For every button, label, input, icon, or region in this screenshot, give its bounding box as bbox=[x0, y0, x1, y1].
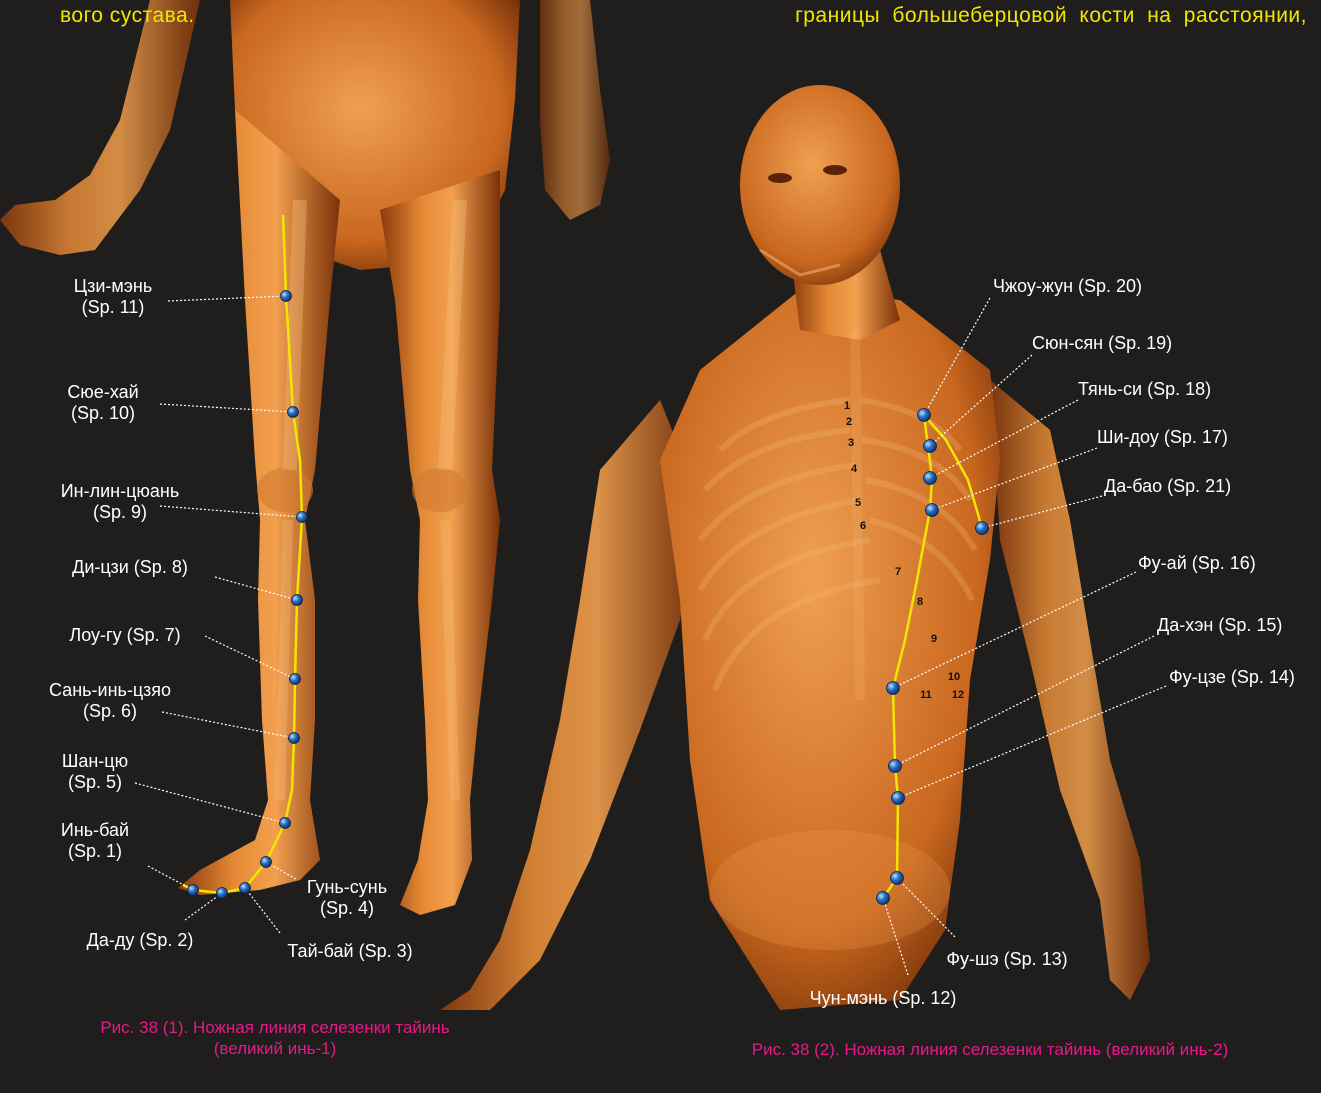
top-text-left: вого сустава. bbox=[60, 4, 195, 28]
point-label: Тянь-си (Sp. 18) bbox=[1078, 379, 1211, 399]
acupoint-marker[interactable] bbox=[877, 892, 890, 905]
rib-number: 7 bbox=[895, 566, 901, 578]
figure-2-caption: Рис. 38 (2). Ножная линия селезенки тайи… bbox=[660, 1039, 1320, 1060]
point-label: Сюн-сян (Sp. 19) bbox=[1032, 333, 1172, 353]
acupoint-marker[interactable] bbox=[297, 512, 308, 523]
point-label: Ши-доу (Sp. 17) bbox=[1097, 427, 1228, 447]
rib-number: 8 bbox=[917, 596, 923, 608]
eye-left-shape bbox=[768, 173, 792, 183]
rib-number: 10 bbox=[948, 671, 960, 683]
point-label-code: (Sp. 4) bbox=[320, 898, 374, 918]
torso-right-arm-shape bbox=[990, 380, 1150, 1000]
point-label: Чжоу-жун (Sp. 20) bbox=[993, 276, 1142, 296]
right-knee-shape bbox=[412, 468, 468, 512]
point-label-name: Тай-бай (Sp. 3) bbox=[287, 941, 412, 961]
acupoint-marker[interactable] bbox=[280, 818, 291, 829]
acupoint-marker[interactable] bbox=[976, 522, 989, 535]
acupoint-marker[interactable] bbox=[240, 883, 251, 894]
pelvis2-shape bbox=[710, 830, 950, 950]
point-label-name: Цзи-мэнь bbox=[74, 276, 153, 296]
point-label-code: (Sp. 11) bbox=[82, 297, 145, 317]
eye-right-shape bbox=[823, 165, 847, 175]
point-label-name: Ин-лин-цюань bbox=[61, 481, 180, 501]
rib-number: 12 bbox=[952, 689, 964, 701]
acupoint-marker[interactable] bbox=[887, 682, 900, 695]
point-label: Фу-шэ (Sp. 13) bbox=[946, 949, 1067, 969]
point-label-name: Ди-цзи (Sp. 8) bbox=[72, 557, 188, 577]
top-text-right: границы большеберцовой кости на расстоян… bbox=[795, 4, 1307, 28]
point-label: Да-бао (Sp. 21) bbox=[1104, 476, 1231, 496]
head-shape bbox=[740, 85, 900, 285]
acupoint-marker[interactable] bbox=[188, 885, 199, 896]
point-label-code: (Sp. 6) bbox=[83, 701, 137, 721]
rib-number: 2 bbox=[846, 416, 852, 428]
leader-line bbox=[245, 888, 280, 933]
acupoint-marker[interactable] bbox=[217, 888, 228, 899]
acupoint-marker[interactable] bbox=[924, 472, 937, 485]
right-arm-shape bbox=[540, 0, 610, 220]
acupoint-marker[interactable] bbox=[281, 291, 292, 302]
point-label-name: Сань-инь-цзяо bbox=[49, 680, 171, 700]
figure-2-body bbox=[440, 85, 1150, 1010]
point-label-name: Гунь-сунь bbox=[307, 877, 387, 897]
rib-number: 11 bbox=[920, 689, 932, 701]
acupoint-marker[interactable] bbox=[290, 674, 301, 685]
point-label-code: (Sp. 9) bbox=[93, 502, 147, 522]
rib-number: 9 bbox=[931, 633, 937, 645]
left-leg-shape bbox=[178, 110, 340, 895]
point-label-name: Лоу-гу (Sp. 7) bbox=[69, 625, 180, 645]
point-label: Фу-ай (Sp. 16) bbox=[1138, 553, 1256, 573]
point-label-code: (Sp. 10) bbox=[71, 403, 135, 423]
figure-1-caption: Рис. 38 (1). Ножная линия селезенки тайи… bbox=[40, 1017, 510, 1059]
spine-shape bbox=[855, 330, 860, 700]
leader-line bbox=[185, 893, 222, 920]
rib-number: 6 bbox=[860, 520, 866, 532]
figure-1-caption-line-1: Рис. 38 (1). Ножная линия селезенки тайи… bbox=[40, 1017, 510, 1038]
acupoint-marker[interactable] bbox=[924, 440, 937, 453]
acupoint-marker[interactable] bbox=[926, 504, 939, 517]
point-label-name: Да-ду (Sp. 2) bbox=[87, 930, 194, 950]
acupoint-marker[interactable] bbox=[289, 733, 300, 744]
acupoint-marker[interactable] bbox=[288, 407, 299, 418]
acupoint-marker[interactable] bbox=[292, 595, 303, 606]
point-label-name: Сюе-хай bbox=[67, 382, 138, 402]
left-arm-shape bbox=[0, 0, 200, 255]
point-label-name: Шан-цю bbox=[62, 751, 128, 771]
acupoint-marker[interactable] bbox=[261, 857, 272, 868]
point-label-code: (Sp. 1) bbox=[68, 841, 122, 861]
point-label-name: Инь-бай bbox=[61, 820, 129, 840]
acupoint-marker[interactable] bbox=[918, 409, 931, 422]
point-label-code: (Sp. 5) bbox=[68, 772, 122, 792]
rib-number: 4 bbox=[851, 463, 858, 475]
right-leg-shape bbox=[380, 170, 500, 915]
acupoint-marker[interactable] bbox=[891, 872, 904, 885]
rib-number: 1 bbox=[844, 400, 850, 412]
figure-1-caption-line-2: (великий инь-1) bbox=[40, 1038, 510, 1059]
acupoint-marker[interactable] bbox=[889, 760, 902, 773]
left-knee-shape bbox=[257, 468, 313, 512]
rib-number: 3 bbox=[848, 437, 854, 449]
point-label: Да-хэн (Sp. 15) bbox=[1157, 615, 1282, 635]
acupoint-marker[interactable] bbox=[892, 792, 905, 805]
rib-number: 5 bbox=[855, 497, 861, 509]
point-label: Фу-цзе (Sp. 14) bbox=[1169, 667, 1295, 687]
point-label: Чун-мэнь (Sp. 12) bbox=[810, 988, 957, 1008]
